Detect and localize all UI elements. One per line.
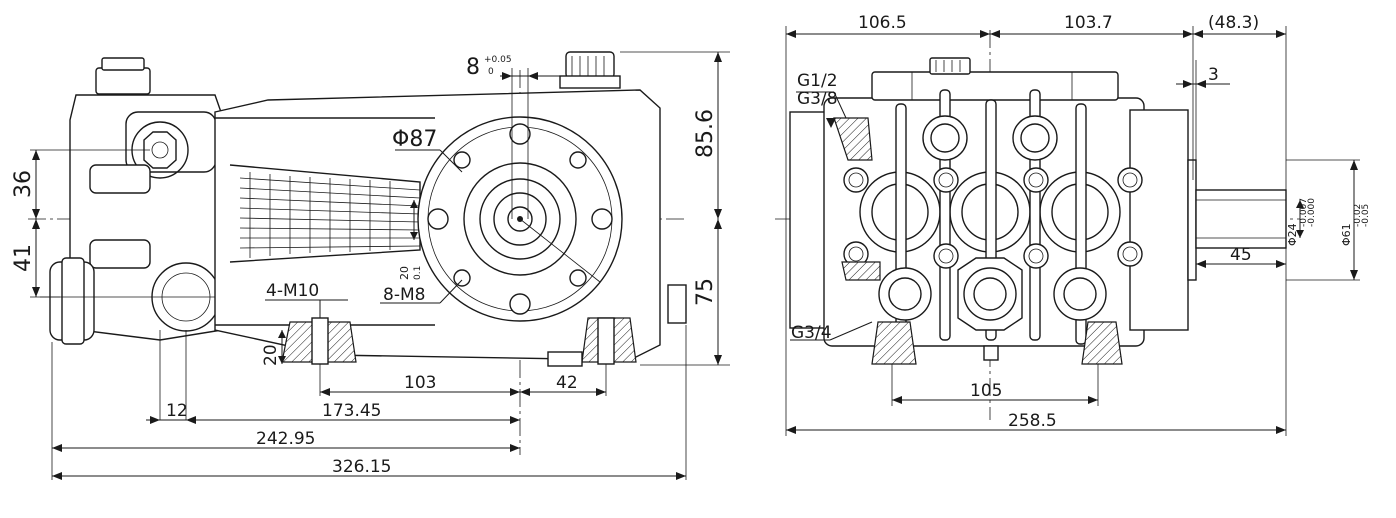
- dim-4-m10-label: 4-M10: [266, 281, 319, 301]
- dim-phi61-tol-lower: -0.05: [1361, 204, 1371, 227]
- dim-41-label: 41: [11, 244, 36, 272]
- dim-105-label: 105: [970, 381, 1002, 401]
- dim-12-label: 12: [166, 401, 188, 421]
- dim-phi87-label: Φ87: [392, 127, 437, 152]
- manifold-head: [40, 57, 225, 345]
- dim-103-label: 103: [404, 373, 436, 393]
- dim-106-5-label: 106.5: [858, 13, 907, 33]
- dim-48-3-label: (48.3): [1208, 13, 1259, 33]
- dim-45-label: 45: [1230, 245, 1252, 265]
- dim-20-0-1-label: 20: [398, 266, 411, 280]
- dim-258-5-label: 258.5: [1008, 411, 1057, 431]
- dim-103-7-label: 103.7: [1064, 13, 1113, 33]
- dim-42-label: 42: [556, 373, 578, 393]
- dim-242-95-label: 242.95: [256, 429, 315, 449]
- valve-caps-top: [922, 115, 1058, 161]
- dim-g1-2-label: G1/2: [797, 71, 838, 91]
- dim-326-15-label: 326.15: [332, 457, 391, 477]
- dim-phi61-label: Φ61: [1340, 223, 1353, 246]
- drive-shaft: [1195, 189, 1287, 249]
- dim-phi24-tol-lower: -0.000: [1307, 198, 1317, 227]
- dim-g3-4-label: G3/4: [791, 323, 832, 343]
- dim-85-6-label: 85.6: [693, 109, 718, 158]
- dim-phi24-tol-upper: -0.007: [1299, 198, 1309, 227]
- dim-8-m8-label: 8-M8: [383, 285, 425, 305]
- dim-g3-8-label: G3/8: [797, 89, 838, 109]
- front-bolts: [843, 167, 1143, 269]
- dim-phi61-tol-upper: -0.02: [1353, 204, 1363, 227]
- dim-8-tol-upper: +0.05: [484, 55, 512, 65]
- oil-filler-cap: [559, 51, 621, 89]
- valve-caps-bottom: [878, 257, 1107, 331]
- dim-75-label: 75: [693, 278, 718, 306]
- dim-20-0-1-tol: 0.1: [413, 266, 423, 280]
- dim-20-label: 20: [261, 344, 281, 366]
- dim-3-label: 3: [1208, 65, 1219, 85]
- dim-173-45-label: 173.45: [322, 401, 381, 421]
- dim-36-label: 36: [11, 170, 36, 198]
- dim-8-tol-lower: 0: [488, 67, 494, 77]
- side-view: 8 +0.05 0 Φ87 85.6 75 36 41 20 0.1 8-M8 …: [11, 51, 730, 480]
- dim-8-label: 8: [466, 55, 480, 80]
- mounting-feet: [281, 284, 687, 367]
- dim-phi24-label: Φ24: [1286, 223, 1299, 246]
- cylinder-bores: [859, 171, 1121, 253]
- drive-flange: [417, 116, 623, 322]
- front-view: 106.5 103.7 (48.3) 3 G1/2 G3/8 G3/4 45 Φ…: [775, 13, 1371, 436]
